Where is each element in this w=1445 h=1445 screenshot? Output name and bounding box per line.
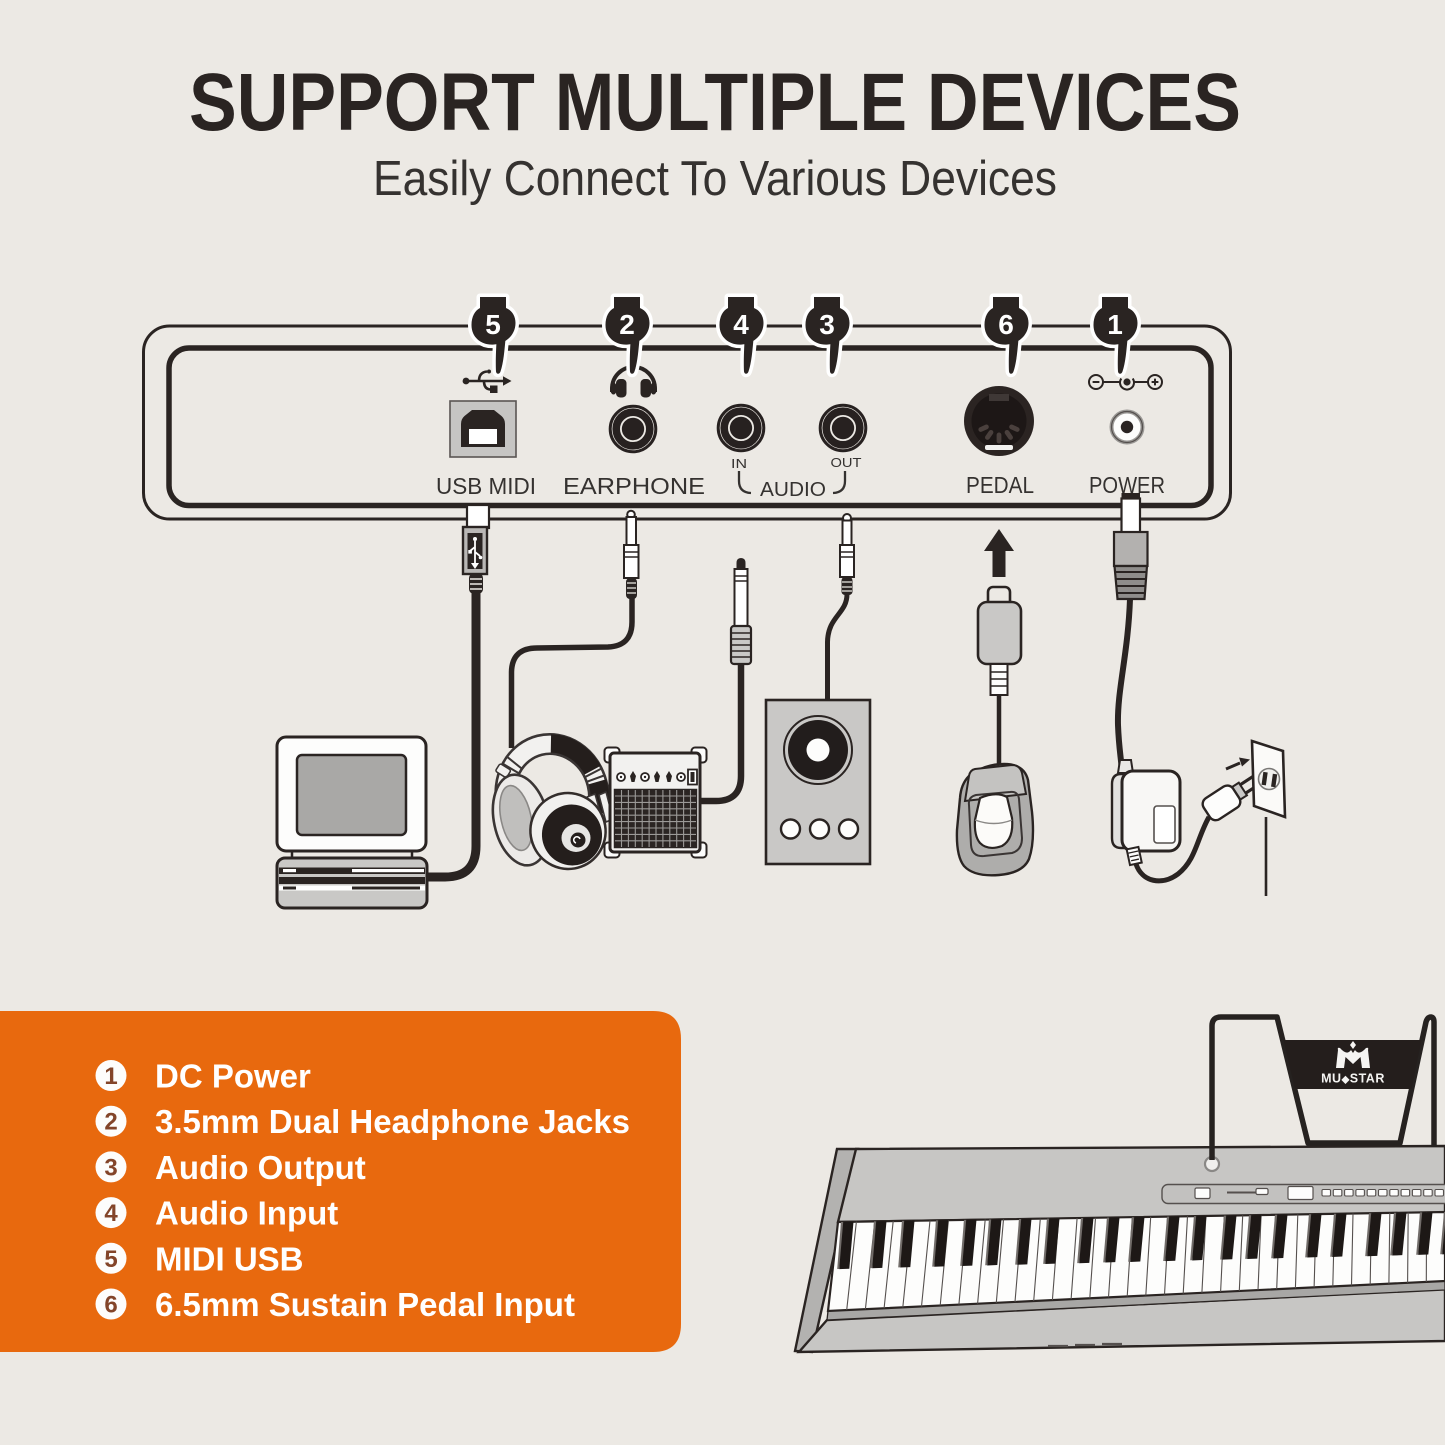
svg-text:MIDI USB: MIDI USB — [155, 1240, 304, 1277]
svg-text:SUPPORT MULTIPLE DEVICES: SUPPORT MULTIPLE DEVICES — [189, 57, 1241, 148]
svg-text:USB MIDI: USB MIDI — [436, 473, 536, 499]
svg-text:IN: IN — [731, 456, 747, 471]
svg-text:MU◆STAR: MU◆STAR — [1321, 1072, 1385, 1086]
svg-text:Audio Output: Audio Output — [155, 1149, 366, 1186]
svg-text:5: 5 — [104, 1246, 117, 1273]
svg-text:5: 5 — [485, 309, 501, 340]
svg-text:POWER: POWER — [1089, 472, 1165, 498]
svg-text:3.5mm Dual Headphone Jacks: 3.5mm Dual Headphone Jacks — [155, 1103, 630, 1140]
svg-text:EARPHONE: EARPHONE — [563, 473, 705, 499]
svg-text:4: 4 — [104, 1200, 118, 1227]
svg-text:4: 4 — [733, 309, 749, 340]
svg-text:2: 2 — [619, 309, 635, 340]
svg-text:Easily Connect To Various Devi: Easily Connect To Various Devices — [373, 152, 1057, 206]
svg-text:Audio Input: Audio Input — [155, 1195, 338, 1232]
svg-text:3: 3 — [819, 309, 835, 340]
svg-text:AUDIO: AUDIO — [760, 479, 826, 501]
svg-text:6: 6 — [104, 1292, 117, 1319]
svg-text:DC Power: DC Power — [155, 1058, 311, 1095]
svg-text:PEDAL: PEDAL — [966, 472, 1034, 498]
svg-text:1: 1 — [1107, 309, 1123, 340]
svg-text:OUT: OUT — [831, 455, 862, 470]
svg-text:2: 2 — [104, 1109, 117, 1136]
svg-text:6.5mm Sustain Pedal Input: 6.5mm Sustain Pedal Input — [155, 1286, 575, 1323]
svg-text:6: 6 — [998, 309, 1014, 340]
svg-text:3: 3 — [104, 1154, 117, 1181]
svg-text:1: 1 — [104, 1063, 117, 1090]
